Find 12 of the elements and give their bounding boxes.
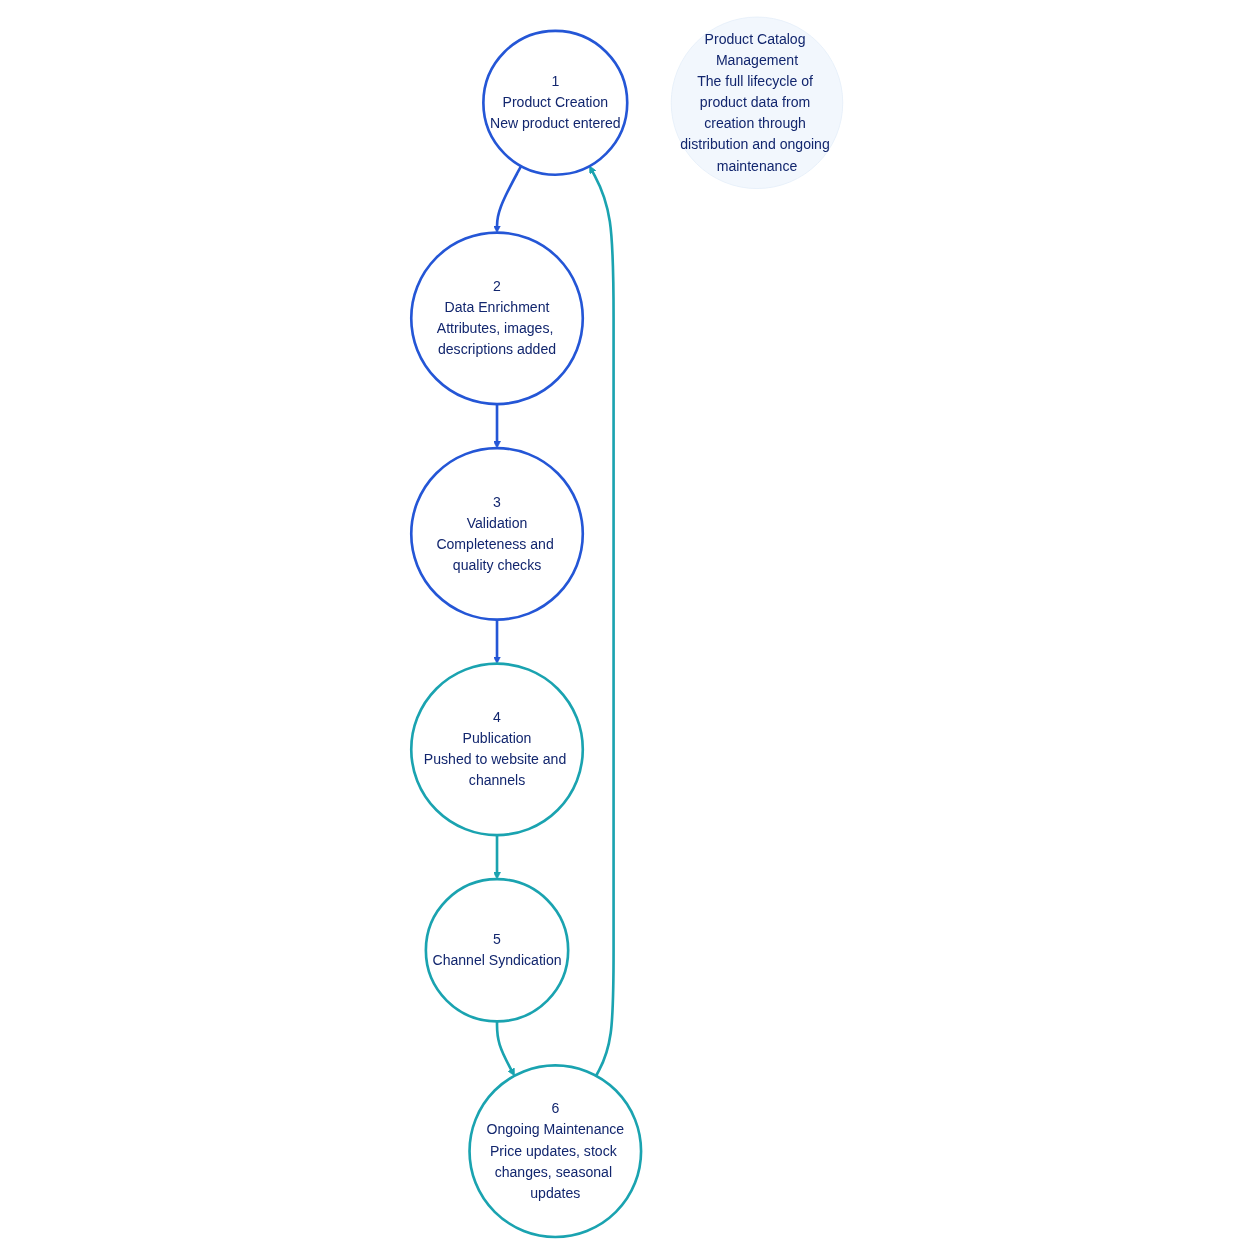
arrow <box>589 165 615 1077</box>
node-circle: 4 Publication Pushed to website and channels <box>409 662 585 837</box>
node-circle: 2 Data Enrichment Attributes, images, descriptions added <box>409 231 585 406</box>
node-circle: 5 Channel Syndication <box>424 877 570 1023</box>
arrow <box>493 835 501 880</box>
node-circle: 6 Ongoing Maintenance Price updates, stock changes, seasonal updates <box>468 1064 643 1239</box>
node-circle: 3 Validation Completeness and quality checks <box>409 446 585 621</box>
arrow <box>493 404 501 449</box>
arrow <box>493 165 523 233</box>
arrow <box>493 619 501 664</box>
arrow <box>495 1021 515 1077</box>
node-circle: 1 Product Creation New product entered <box>482 29 629 177</box>
